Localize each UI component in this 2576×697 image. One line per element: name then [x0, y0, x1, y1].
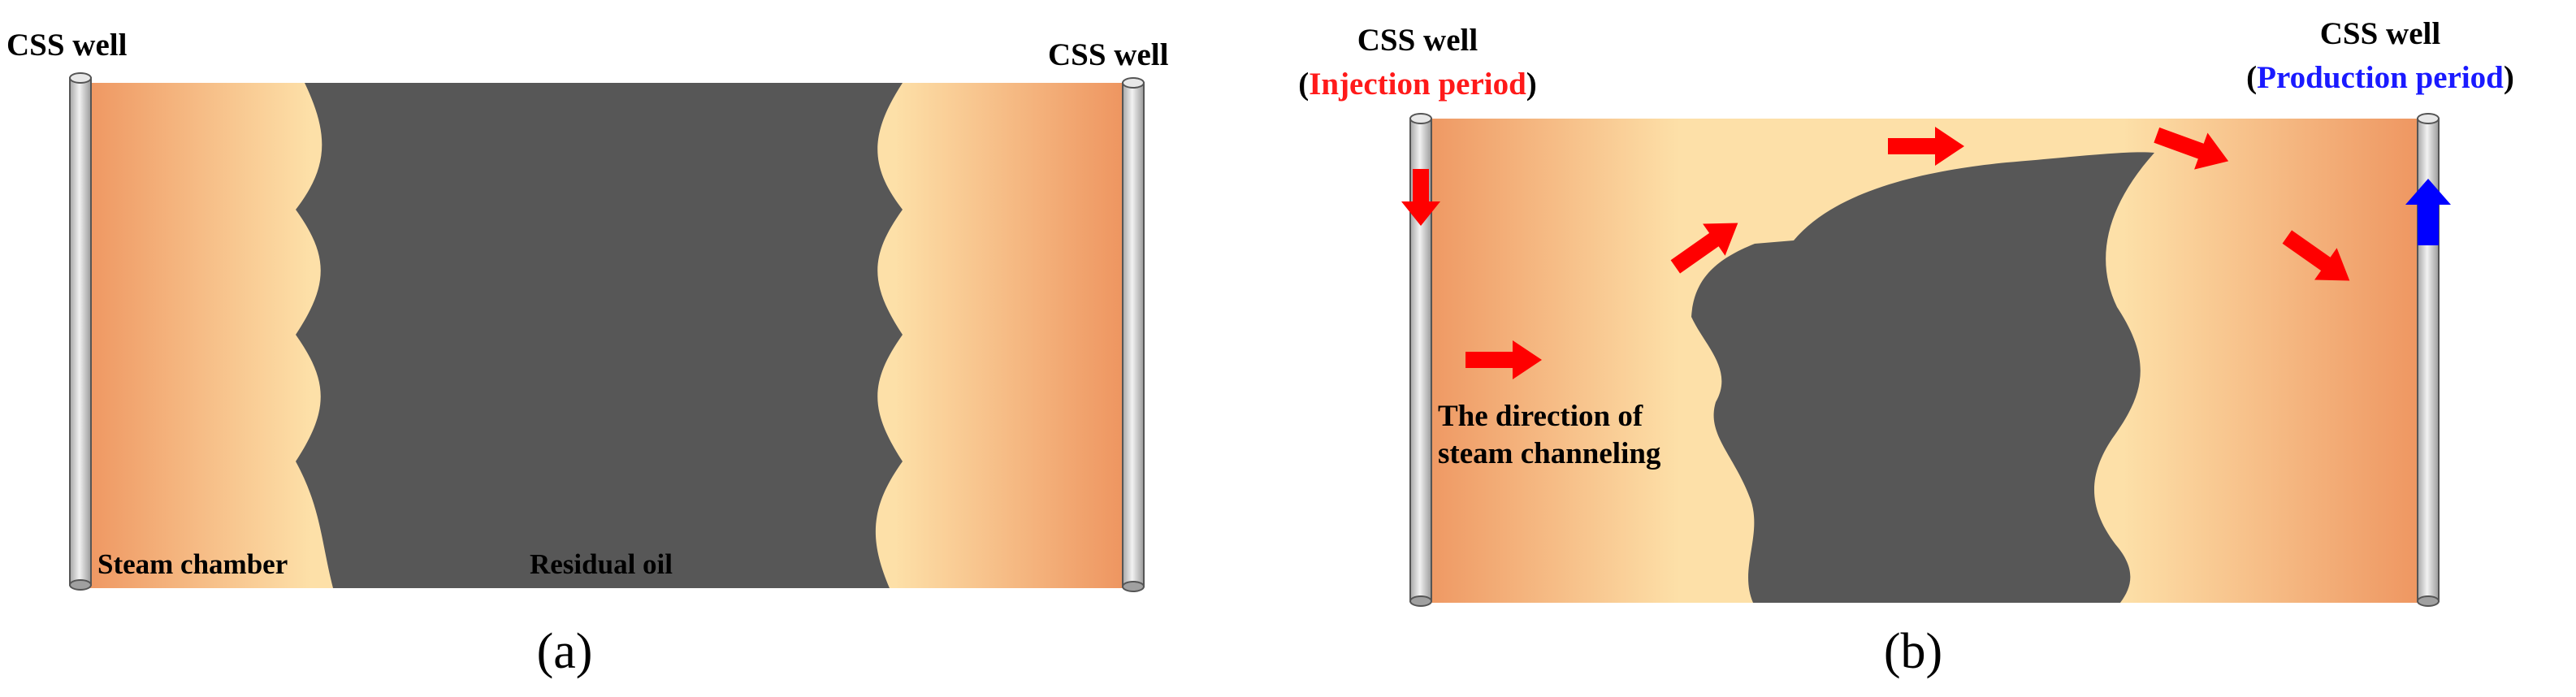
channeling-arrow-4 — [2154, 127, 2229, 170]
residual-oil-region-b — [1691, 152, 2154, 603]
channeling-arrow-5 — [2282, 230, 2350, 281]
channeling-label-line2: steam channeling — [1438, 437, 1661, 470]
residual-oil-label: Residual oil — [530, 548, 673, 580]
left-well-label-b: CSS well — [1357, 23, 1478, 58]
panel-b: CSS well (Injection period) CSS well (Pr… — [1298, 16, 2514, 679]
right-well-label-a: CSS well — [1048, 37, 1169, 72]
caption-a: (a) — [537, 624, 593, 679]
injection-arrow — [1401, 169, 1440, 226]
channeling-arrow-1 — [1466, 340, 1542, 379]
channeling-arrow-2 — [1670, 223, 1738, 274]
caption-b: (b) — [1884, 624, 1942, 679]
left-well-period-b: (Injection period) — [1298, 67, 1537, 102]
panel-a: CSS well CSS well Steam chamber Residual… — [6, 28, 1169, 679]
right-well-period-b: (Production period) — [2246, 60, 2514, 95]
residual-oil-region — [296, 83, 903, 588]
left-well-label-a: CSS well — [6, 28, 128, 63]
channeling-arrow-3 — [1888, 127, 1964, 166]
steam-chamber-label: Steam chamber — [97, 548, 288, 580]
injection-period-label: Injection period — [1309, 67, 1526, 102]
channeling-label-line1: The direction of — [1438, 400, 1643, 433]
production-period-label: Production period — [2257, 60, 2504, 95]
right-well-label-b: CSS well — [2320, 16, 2441, 51]
css-well-left-a — [69, 72, 92, 591]
css-well-right-a — [1122, 77, 1145, 592]
production-arrow — [2405, 179, 2451, 245]
